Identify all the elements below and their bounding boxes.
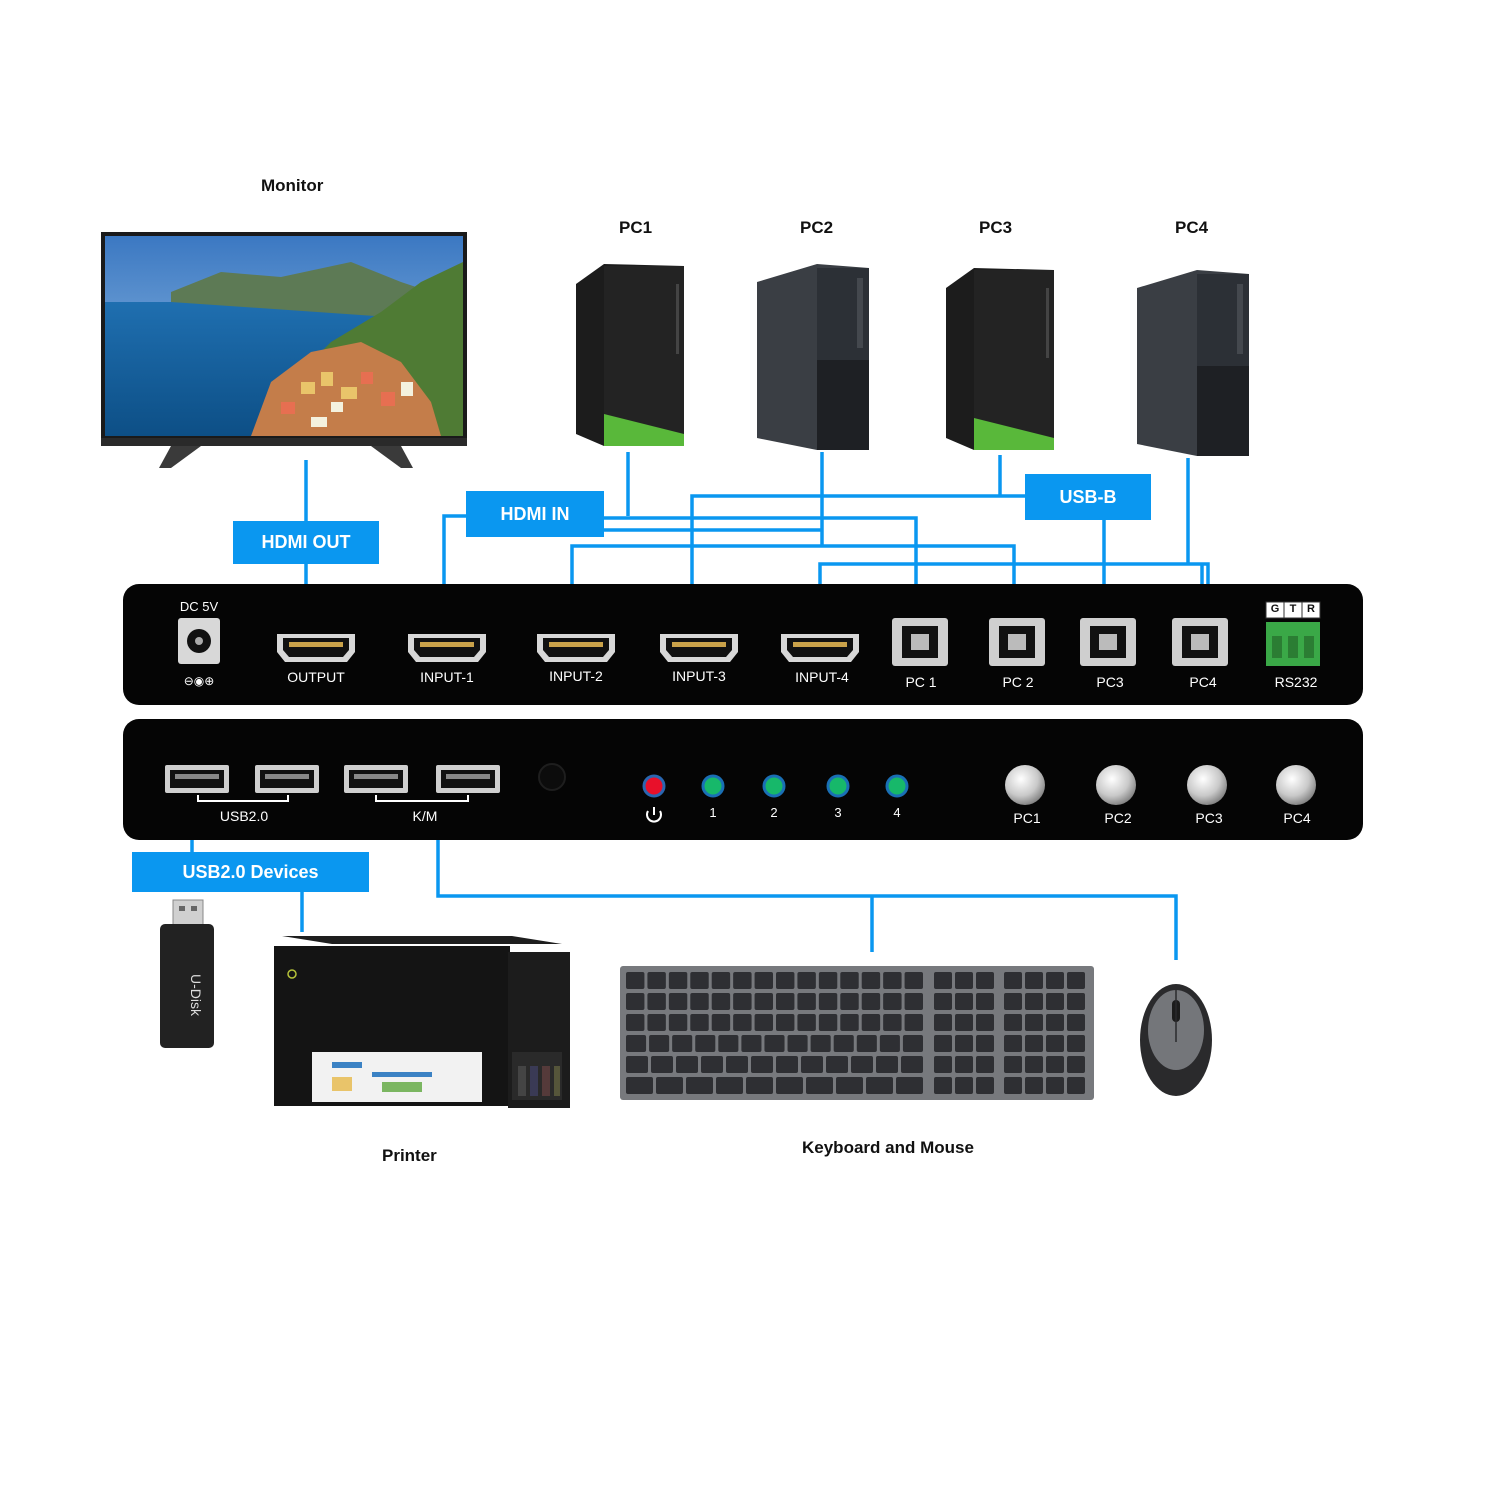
input-1-label: INPUT-1 [420, 669, 474, 685]
km-label: K/M [412, 808, 438, 824]
rs232-label: RS232 [1274, 674, 1318, 690]
dc-label: DC 5V [179, 599, 219, 614]
pc3-image [946, 268, 1054, 450]
input-3-label: INPUT-3 [672, 668, 726, 684]
pc1-button-icon [1005, 765, 1045, 805]
usb-b-port-pc3-icon [1080, 618, 1136, 666]
input-2-label: INPUT-2 [549, 668, 603, 684]
pc3-button-icon [1187, 765, 1227, 805]
ir-sensor-icon [538, 763, 566, 791]
rear-panel-ports [178, 601, 1321, 666]
pc4-button-icon [1276, 765, 1316, 805]
pc3-button-label: PC3 [1195, 810, 1223, 826]
udisk-image [160, 899, 214, 1048]
led-3-icon [826, 774, 850, 798]
usb-a-port-1-icon [165, 765, 229, 793]
hdmi-port-input-3-icon [660, 634, 738, 662]
led-4-icon [885, 774, 909, 798]
led-1-label: 1 [709, 805, 717, 820]
pc1-image [576, 264, 684, 446]
polarity-label: ⊖◉⊕ [183, 674, 215, 688]
led-4-label: 4 [893, 805, 901, 820]
hdmi-port-input-4-icon [781, 634, 859, 662]
usb-b-tag: USB-B [1025, 474, 1151, 520]
hdmi-out-tag: HDMI OUT [233, 521, 379, 564]
power-symbol-icon [646, 810, 662, 823]
front-panel-elements [165, 763, 1316, 823]
keyboard-mouse-label: Keyboard and Mouse [802, 1138, 974, 1157]
usb20-label: USB2.0 [219, 808, 269, 824]
pc4-label: PC4 [1175, 218, 1209, 237]
front-panel [123, 719, 1363, 840]
monitor-label: Monitor [261, 176, 324, 195]
pc4-button-label: PC4 [1283, 810, 1311, 826]
printer-image [274, 936, 570, 1108]
hdmi-port-input-2-icon [537, 634, 615, 662]
mouse-image [1140, 984, 1212, 1096]
usb-b-port-pc1-icon [892, 618, 948, 666]
usb-b-port-pc4-icon [1172, 618, 1228, 666]
led-2-icon [762, 774, 786, 798]
udisk-text: U-Disk [188, 974, 204, 1016]
usb-b-pc4-label: PC4 [1189, 674, 1217, 690]
pc3-label: PC3 [979, 218, 1013, 237]
rs232-pin-g: G [1270, 603, 1280, 615]
pc1-button-label: PC1 [1013, 810, 1041, 826]
pc2-label: PC2 [800, 218, 834, 237]
rs232-pin-r: R [1307, 603, 1315, 615]
pc4-image [1137, 270, 1249, 456]
output-label: OUTPUT [287, 669, 345, 685]
usb-a-port-2-icon [255, 765, 319, 793]
led-1-icon [701, 774, 725, 798]
pc2-image [757, 264, 869, 450]
dc-jack-icon [178, 618, 220, 664]
pc2-button-icon [1096, 765, 1136, 805]
pc1-label: PC1 [619, 218, 653, 237]
usb-devices-tag: USB2.0 Devices [132, 852, 369, 892]
keyboard-image [620, 966, 1094, 1100]
usb-a-port-3-icon [344, 765, 408, 793]
pc2-button-label: PC2 [1104, 810, 1132, 826]
led-3-label: 3 [834, 805, 842, 820]
hdmi-in-tag: HDMI IN [466, 491, 604, 537]
led-2-label: 2 [770, 805, 778, 820]
printer-label: Printer [382, 1146, 437, 1165]
monitor-image [101, 232, 467, 468]
input-4-label: INPUT-4 [795, 669, 849, 685]
hdmi-port-input-1-icon [408, 634, 486, 662]
hdmi-port-output-icon [277, 634, 355, 662]
rs232-pin-t: T [1289, 603, 1297, 615]
rs232-terminal-icon [1265, 601, 1321, 666]
power-led-icon [642, 774, 666, 798]
usb-b-pc2-label: PC 2 [1002, 674, 1034, 690]
usb-b-pc3-label: PC3 [1096, 674, 1124, 690]
usb-a-port-4-icon [436, 765, 500, 793]
usb-b-port-pc2-icon [989, 618, 1045, 666]
usb-b-pc1-label: PC 1 [905, 674, 937, 690]
